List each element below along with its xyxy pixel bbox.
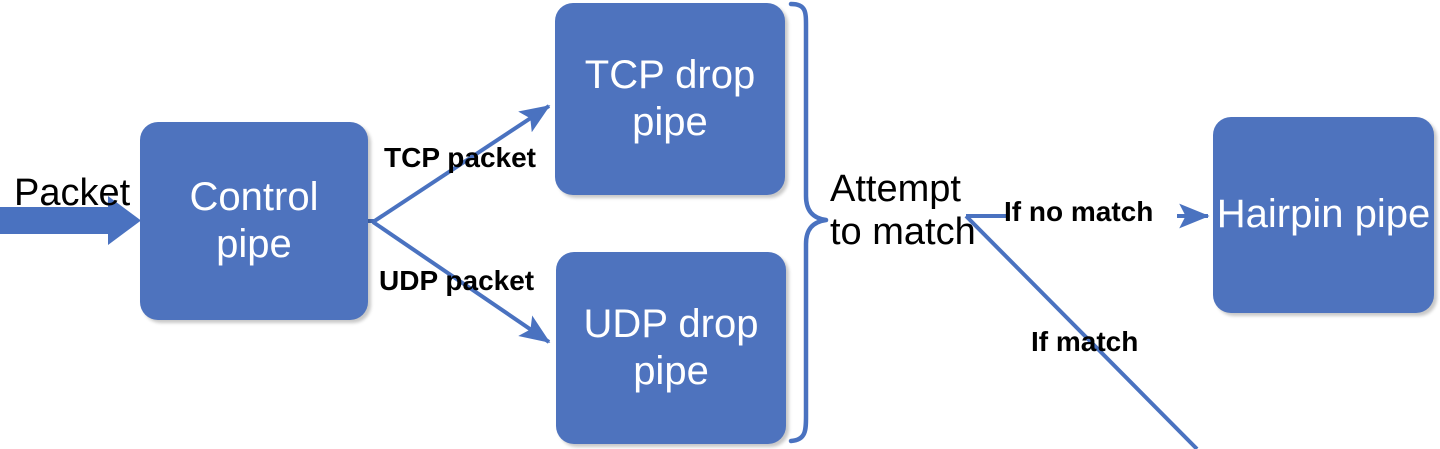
node-tcp-drop-pipe-label: TCP drop pipe: [584, 52, 756, 144]
node-hairpin-pipe[interactable]: Hairpin pipe: [1213, 117, 1434, 313]
node-tcp-drop-pipe[interactable]: TCP drop pipe: [555, 3, 785, 195]
label-udp-packet: UDP packet: [379, 265, 535, 296]
node-control-pipe-label: Control pipe: [189, 174, 319, 266]
node-hairpin-pipe-label: Hairpin pipe: [1216, 192, 1431, 237]
node-udp-drop-pipe-label: UDP drop pipe: [583, 301, 759, 393]
label-packet: Packet: [14, 172, 131, 214]
label-if-match: If match: [1031, 326, 1139, 357]
label-tcp-packet: TCP packet: [384, 142, 536, 173]
node-udp-drop-pipe[interactable]: UDP drop pipe: [556, 252, 786, 444]
label-attempt-to-match: Attempt to match: [830, 168, 976, 253]
group-curly-brace: [788, 1, 829, 444]
node-control-pipe[interactable]: Control pipe: [140, 122, 368, 320]
label-if-no-match: If no match: [1004, 196, 1154, 227]
